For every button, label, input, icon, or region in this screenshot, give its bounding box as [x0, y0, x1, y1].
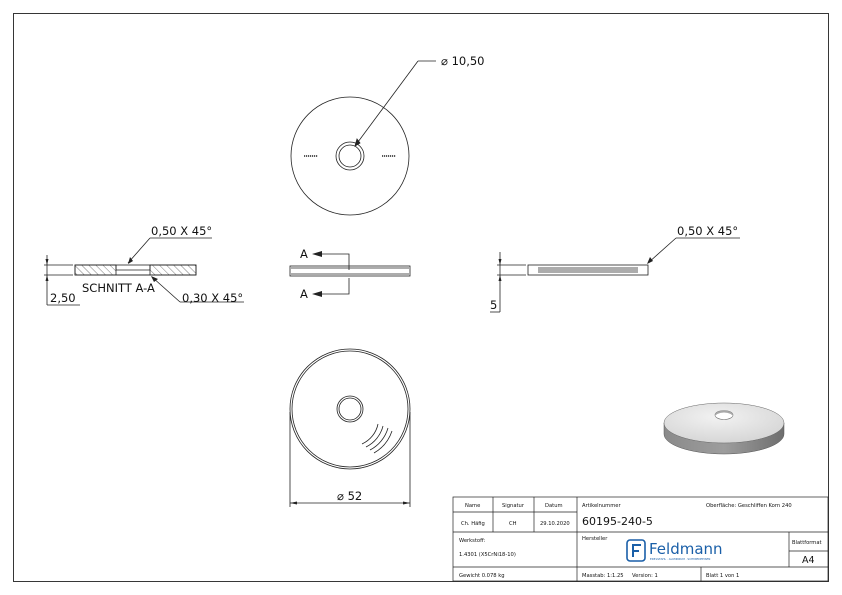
grind-mark-3: [369, 427, 389, 451]
bottom-view-hole-outer: [336, 395, 364, 423]
grind-mark-2: [365, 425, 384, 448]
leader-chamfer-top-diag: [127, 237, 151, 264]
tb-signature-value: CH: [509, 521, 517, 527]
grind-mark-4: [373, 430, 393, 454]
tb-col-signature: Signatur: [502, 503, 525, 509]
isometric-view: [663, 402, 785, 455]
leader-chamfer-side-diag: [647, 237, 677, 264]
dim-thickness-arrow-top: [45, 259, 49, 265]
iso-disk-hole-wall: [715, 410, 733, 417]
title-block: [452, 496, 829, 582]
cut-marker-lower: A: [300, 287, 308, 301]
tb-material-label: Werkstoff:: [459, 538, 486, 544]
dim-thickness-left: 2,50: [50, 291, 76, 305]
section-hole-step: [115, 265, 151, 271]
bottom-view: [289, 348, 411, 507]
title-block-text: Name Signatur Datum Ch. Häfig CH 29.10.2…: [459, 503, 822, 579]
section-label: SCHNITT A-A: [82, 281, 155, 295]
drawing-frame: [13, 13, 829, 582]
front-view-body: [289, 265, 411, 277]
feldmann-logo-f: [632, 544, 641, 557]
top-view: [290, 60, 436, 216]
tb-manufacturer-label: Hersteller: [582, 536, 608, 542]
dim-side-arrow-top: [498, 259, 502, 265]
cut-line-lower: [317, 278, 350, 295]
tb-col-date: Datum: [545, 503, 563, 509]
cut-arrow-upper: [312, 251, 322, 257]
grind-mark-1: [361, 423, 379, 445]
tb-sheet-format-value: A4: [802, 555, 815, 566]
brand-name: Feldmann: [649, 540, 723, 558]
tb-article-number: 60195-240-5: [582, 515, 653, 528]
section-hatch-right: [149, 264, 197, 276]
dim-side-arrow-bot: [498, 275, 502, 281]
feldmann-logo: Feldmann EDELSTAHL · ALUMINIUM · SCHMIED…: [626, 539, 723, 562]
bottom-view-outer-circle: [289, 348, 411, 470]
leader-chamfer-bottom-arrow: [151, 276, 158, 282]
cut-marker-upper: A: [300, 247, 308, 261]
title-block-frame: [452, 496, 829, 582]
section-hatch-left: [74, 264, 117, 276]
cut-line-upper: [317, 253, 350, 270]
front-view: [289, 251, 411, 297]
tb-scale: Masstab: 1:1.25: [582, 573, 624, 579]
leader-chamfer-top-arrow: [128, 257, 133, 264]
top-view-hole-outer: [335, 141, 365, 171]
tb-material-value: 1.4301 (X5CrNi18-10): [459, 552, 516, 558]
iso-disk-top: [663, 402, 785, 444]
tb-name-value: Ch. Häfig: [461, 521, 485, 527]
bottom-view-hole-inner: [338, 397, 362, 421]
dim-outer-arrow-left: [290, 501, 297, 505]
tb-weight: Gewicht 0.078 kg: [459, 573, 505, 579]
tb-surface-label: Oberfläche: Geschliffen Korn 240: [706, 503, 792, 509]
tb-date-value: 29.10.2020: [540, 521, 570, 527]
feldmann-logo-icon: [626, 539, 646, 562]
dim-outer-arrow-right: [403, 501, 410, 505]
top-view-outer-circle: [290, 96, 410, 216]
dim-chamfer-top: 0,50 X 45°: [151, 224, 212, 238]
dim-thickness-side: 5: [490, 298, 497, 312]
leader-hole-arrow: [354, 138, 361, 147]
dim-chamfer-bottom: 0,30 X 45°: [182, 291, 243, 305]
brand-tagline: EDELSTAHL · ALUMINIUM · SCHMIEDEEISEN: [650, 557, 710, 561]
bottom-view-outer-chamfer: [291, 350, 409, 468]
leader-chamfer-side-arrow: [647, 257, 653, 264]
dim-outer-diameter: ⌀ 52: [337, 489, 362, 503]
tb-version: Version: 1: [632, 573, 658, 579]
tb-article-label: Artikelnummer: [582, 503, 621, 509]
tb-sheet: Blatt 1 von 1: [706, 573, 739, 579]
side-view-body: [527, 264, 649, 276]
side-view: [490, 237, 740, 313]
dim-thickness-arrow-bot: [45, 275, 49, 281]
dim-chamfer-side: 0,50 X 45°: [677, 224, 738, 238]
leader-chamfer-bottom: [151, 276, 181, 303]
dim-hole-diameter: ⌀ 10,50: [441, 54, 485, 68]
section-view: [44, 237, 244, 306]
cut-arrow-lower: [312, 291, 322, 297]
tb-col-name: Name: [465, 503, 480, 509]
top-view-hole-inner: [338, 144, 362, 168]
leader-hole-diameter-diag: [354, 60, 419, 147]
tb-sheet-format-label: Blattformat: [792, 540, 822, 546]
